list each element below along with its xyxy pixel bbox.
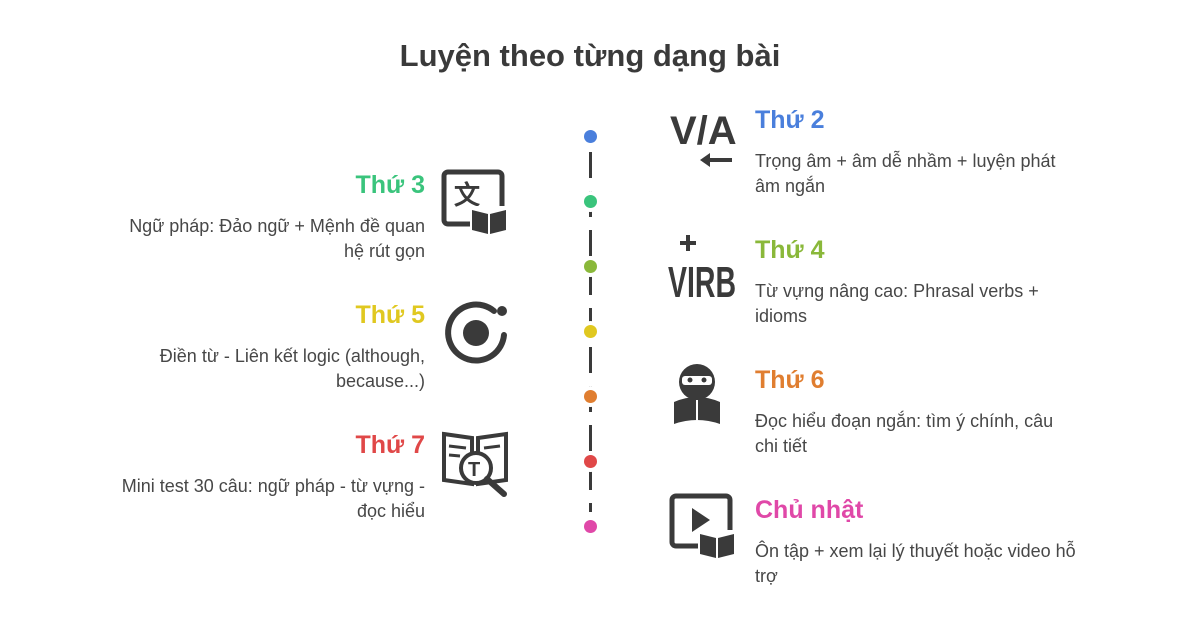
svg-text:VIRB: VIRB <box>668 258 736 303</box>
timeline-dot-thu-7 <box>584 455 597 468</box>
item-desc: Điền từ - Liên kết logic (although, beca… <box>159 346 425 391</box>
item-thu-2: Thứ 2 Trọng âm + âm dễ nhầm + luyện phát… <box>755 106 1075 199</box>
item-desc: Ngữ pháp: Đảo ngữ + Mệnh đề quan hệ rút … <box>129 216 425 261</box>
item-day: Chủ nhật <box>755 496 864 524</box>
svg-text:文: 文 <box>454 180 481 210</box>
translate-book-icon: 文 <box>440 168 512 236</box>
item-chu-nhat: Chủ nhật Ôn tập + xem lại lý thuyết hoặc… <box>755 496 1095 589</box>
timeline-dot-thu-3 <box>584 195 597 208</box>
timeline-dot-thu-4 <box>584 260 597 273</box>
verb-icon: VIRB <box>668 233 738 303</box>
item-day: Thứ 2 <box>755 106 825 134</box>
book-search-icon: T <box>440 428 512 498</box>
ninja-reader-icon <box>668 362 726 432</box>
item-thu-6: Thứ 6 Đọc hiểu đoạn ngắn: tìm ý chính, c… <box>755 366 1065 459</box>
timeline-dot-thu-5 <box>584 325 597 338</box>
item-desc: Đọc hiểu đoạn ngắn: tìm ý chính, câu chi… <box>755 411 1054 456</box>
item-thu-3: Thứ 3 Ngữ pháp: Đảo ngữ + Mệnh đề quan h… <box>120 171 425 264</box>
video-book-icon <box>668 492 740 560</box>
page-title: Luyện theo từng dạng bài <box>399 38 781 73</box>
item-desc: Trọng âm + âm dễ nhầm + luyện phát âm ng… <box>755 151 1056 196</box>
item-day: Thứ 7 <box>355 431 426 459</box>
timeline-dot-thu-2 <box>584 130 597 143</box>
item-thu-7: Thứ 7 Mini test 30 câu: ngữ pháp - từ vự… <box>120 431 425 524</box>
timeline-dot-thu-6 <box>584 390 597 403</box>
item-day: Thứ 4 <box>755 236 825 264</box>
item-day: Thứ 6 <box>755 366 825 394</box>
svg-text:V/A: V/A <box>670 109 736 153</box>
item-day: Thứ 5 <box>355 301 426 329</box>
va-pronunciation-icon: V/A <box>668 108 736 172</box>
svg-text:T: T <box>468 459 480 481</box>
timeline-dot-chu-nhat <box>584 520 597 533</box>
item-thu-5: Thứ 5 Điền từ - Liên kết logic (although… <box>110 301 425 394</box>
item-desc: Mini test 30 câu: ngữ pháp - từ vựng - đ… <box>121 476 425 521</box>
item-thu-4: Thứ 4 Từ vựng nâng cao: Phrasal verbs + … <box>755 236 1065 329</box>
item-day: Thứ 3 <box>355 171 426 199</box>
item-desc: Ôn tập + xem lại lý thuyết hoặc video hỗ… <box>755 541 1076 586</box>
target-ring-icon <box>442 297 512 367</box>
item-desc: Từ vựng nâng cao: Phrasal verbs + idioms <box>755 281 1039 326</box>
